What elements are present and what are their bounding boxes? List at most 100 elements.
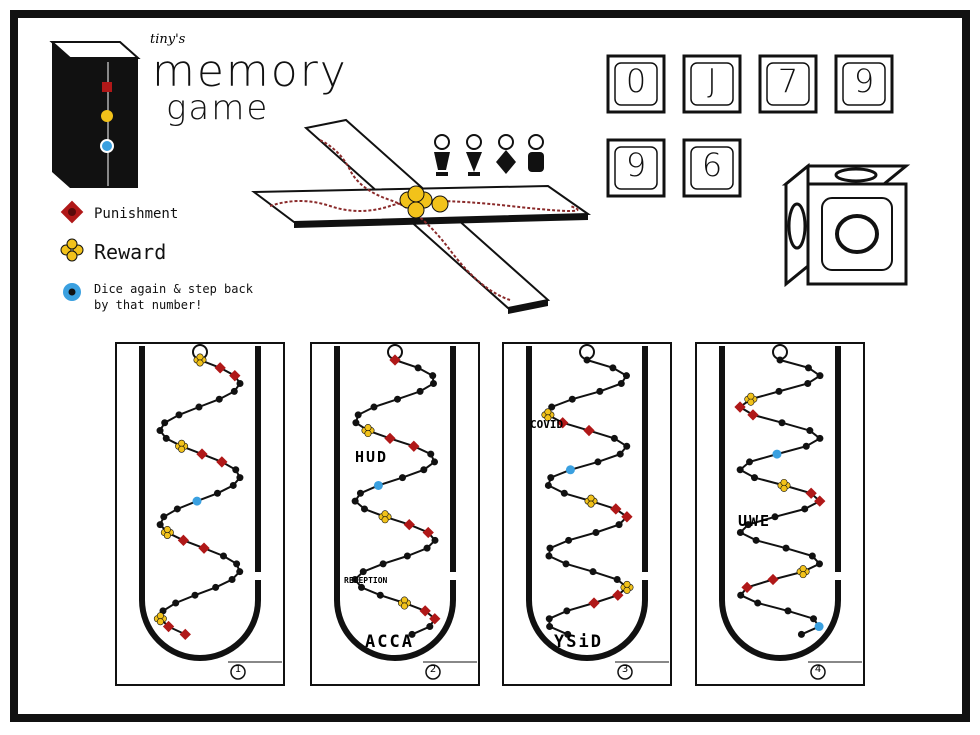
path-step-dot (609, 364, 617, 372)
punishment-token-icon (429, 613, 441, 625)
reward-petal (780, 478, 788, 486)
dice-again-token-icon (63, 283, 81, 301)
reward-petal (196, 353, 204, 361)
path-step-dot (751, 474, 759, 482)
path-step-dot (429, 372, 437, 380)
memory-card-inner-frame (690, 146, 734, 190)
path-step-dot (420, 466, 428, 474)
punishment-token-icon (814, 495, 826, 507)
path-step-dot (160, 513, 168, 521)
path-step-dot (806, 427, 814, 435)
path-step-dot (416, 387, 424, 395)
punishment-token-icon (214, 362, 226, 374)
reward-flower-icon (541, 408, 555, 422)
path-step-dot (215, 395, 223, 403)
game-board-4 (695, 342, 865, 686)
game-board-2 (310, 342, 480, 686)
memory-card-inner-frame (690, 62, 734, 106)
memory-card (606, 54, 666, 114)
memory-card-glyph: 7 (777, 62, 799, 100)
path-step-dot (615, 521, 623, 529)
path-step-dot (562, 560, 570, 568)
memory-card-inner-frame (766, 62, 810, 106)
pawn-icon (496, 134, 516, 174)
reward-flower-icon (175, 439, 189, 453)
title-line-1: memory (152, 46, 348, 97)
path-step-dot (172, 599, 180, 607)
pawn-icon (434, 134, 450, 176)
memory-card-glyph: J (707, 62, 717, 100)
punishment-token-icon (179, 628, 191, 641)
punishment-token-icon (734, 401, 746, 413)
path-step-dot (596, 387, 604, 395)
path-step-dot (408, 630, 416, 638)
reward-petal (544, 414, 552, 422)
reward-petal (747, 398, 755, 406)
path-step-dot (236, 380, 244, 388)
dice-again-token-icon (192, 496, 202, 506)
path-step-dot (754, 599, 762, 607)
path-step-dot (784, 607, 792, 615)
path-step-dot (354, 411, 362, 419)
reward-petal (587, 494, 595, 502)
punishment-token-icon (198, 542, 210, 554)
path-step-dot (797, 630, 805, 638)
path-step-dot (544, 481, 552, 489)
path-step-dot (592, 528, 600, 536)
dice-again-token-icon (814, 622, 824, 632)
memory-card (606, 138, 666, 198)
punishment-token-icon (422, 526, 434, 539)
path-step-dot (212, 583, 220, 591)
punishment-token-icon (741, 581, 753, 594)
board-number-badge (425, 664, 441, 680)
board-2-label: HUD (355, 448, 389, 466)
memory-card-inner-frame (614, 146, 658, 190)
path-step-dot (771, 513, 779, 521)
path-step-dot (427, 450, 435, 458)
cross-board-illustration (251, 118, 592, 314)
path-step-dot (546, 623, 554, 631)
path-step-dot (545, 552, 553, 560)
path-step-dot (361, 505, 369, 513)
path-step-dot (220, 552, 228, 560)
punishment-token-icon (384, 432, 396, 445)
path-step-dot (589, 568, 597, 576)
path-step-dot (583, 356, 591, 364)
path-step-dot (610, 434, 618, 442)
reward-flower-icon (620, 580, 634, 594)
path-step-dot (429, 380, 437, 388)
board-3-label-bottom: YSiD (554, 632, 603, 652)
reward-petal (623, 586, 631, 594)
punishment-token-icon (588, 597, 600, 609)
board-number: 1 (234, 664, 242, 675)
path-step-dot (156, 521, 164, 529)
reward-petal (381, 516, 389, 524)
path-step-dot (736, 466, 744, 474)
path-step-dot (565, 536, 573, 544)
board-4-label: UWE (738, 512, 772, 530)
path-step-dot (213, 489, 221, 497)
reward-petal (381, 510, 389, 518)
board-track-outline (139, 346, 261, 661)
title-prefix: tiny's (150, 32, 186, 47)
path-step-dot (232, 466, 240, 474)
player-pawns (434, 134, 544, 176)
reward-petal (544, 408, 552, 416)
path-step-dot (547, 474, 555, 482)
reward-petal (163, 525, 171, 533)
path-step-dot (359, 568, 367, 576)
path-step-dot (568, 395, 576, 403)
path-step-dot (594, 458, 602, 466)
memory-card (682, 54, 742, 114)
path-step-dot (801, 505, 809, 513)
path-step-dot (622, 372, 630, 380)
reward-petal (799, 565, 807, 573)
path-step-dot (815, 560, 823, 568)
reward-petal (364, 424, 372, 432)
memory-card-glyph: 6 (701, 146, 723, 184)
punishment-token-icon (621, 511, 633, 523)
pawn-icon (528, 134, 544, 172)
reward-flower-icon (584, 494, 598, 508)
path-step-dot (175, 411, 183, 419)
path-step-dot (426, 623, 434, 631)
